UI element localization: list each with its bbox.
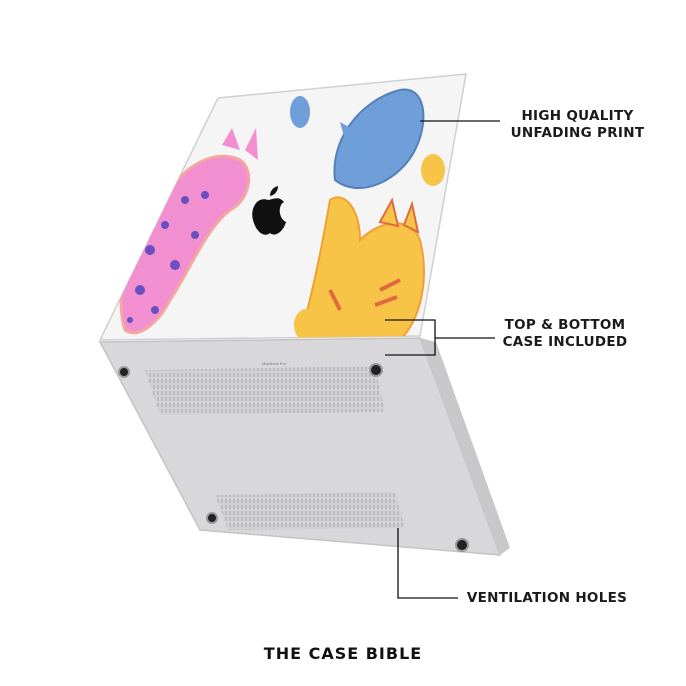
callout-case: TOP & BOTTOM CASE INCLUDED	[490, 317, 640, 351]
callout-lines	[385, 120, 500, 599]
callout-text: TOP & BOTTOM	[504, 317, 626, 333]
callout-text: UNFADING PRINT	[510, 125, 645, 141]
yellow-cat	[294, 154, 445, 340]
blue-cat	[290, 88, 425, 190]
callout-text: HIGH QUALITY	[521, 108, 634, 124]
callout-text: VENTILATION HOLES	[466, 590, 628, 606]
case-feet	[118, 363, 469, 552]
pink-cat	[119, 128, 258, 335]
device-label: MacBook Pro	[262, 361, 287, 366]
callout-print: HIGH QUALITY UNFADING PRINT	[500, 108, 655, 142]
apple-logo-icon	[252, 186, 286, 235]
callout-text: CASE INCLUDED	[502, 334, 628, 350]
brand-name: THE CASE BIBLE	[263, 644, 423, 663]
ventilation-holes-bottom	[215, 492, 405, 530]
callout-vent: VENTILATION HOLES	[462, 590, 632, 607]
ventilation-holes-top	[145, 366, 385, 415]
top-case-lid	[98, 73, 467, 341]
bottom-case: MacBook Pro	[98, 337, 510, 556]
